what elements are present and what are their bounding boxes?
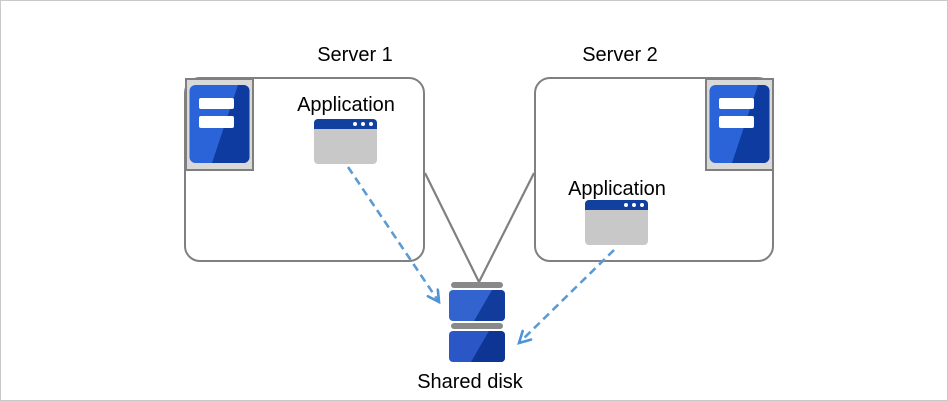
app2-to-disk-dashed-arrow <box>519 249 615 343</box>
application2-label: Application <box>568 178 666 200</box>
server1-label: Server 1 <box>317 44 393 66</box>
app-window-icon <box>314 119 377 164</box>
application1-label: Application <box>297 94 395 116</box>
server-tower-icon <box>185 78 254 171</box>
shared-disk-label: Shared disk <box>417 371 523 393</box>
server1-disk-connector-line <box>424 172 480 283</box>
disk-stack-icon <box>449 282 505 362</box>
server-tower-icon <box>705 78 774 171</box>
server2-disk-connector-line <box>478 172 535 283</box>
server2-label: Server 2 <box>582 44 658 66</box>
app-window-icon <box>585 200 648 245</box>
